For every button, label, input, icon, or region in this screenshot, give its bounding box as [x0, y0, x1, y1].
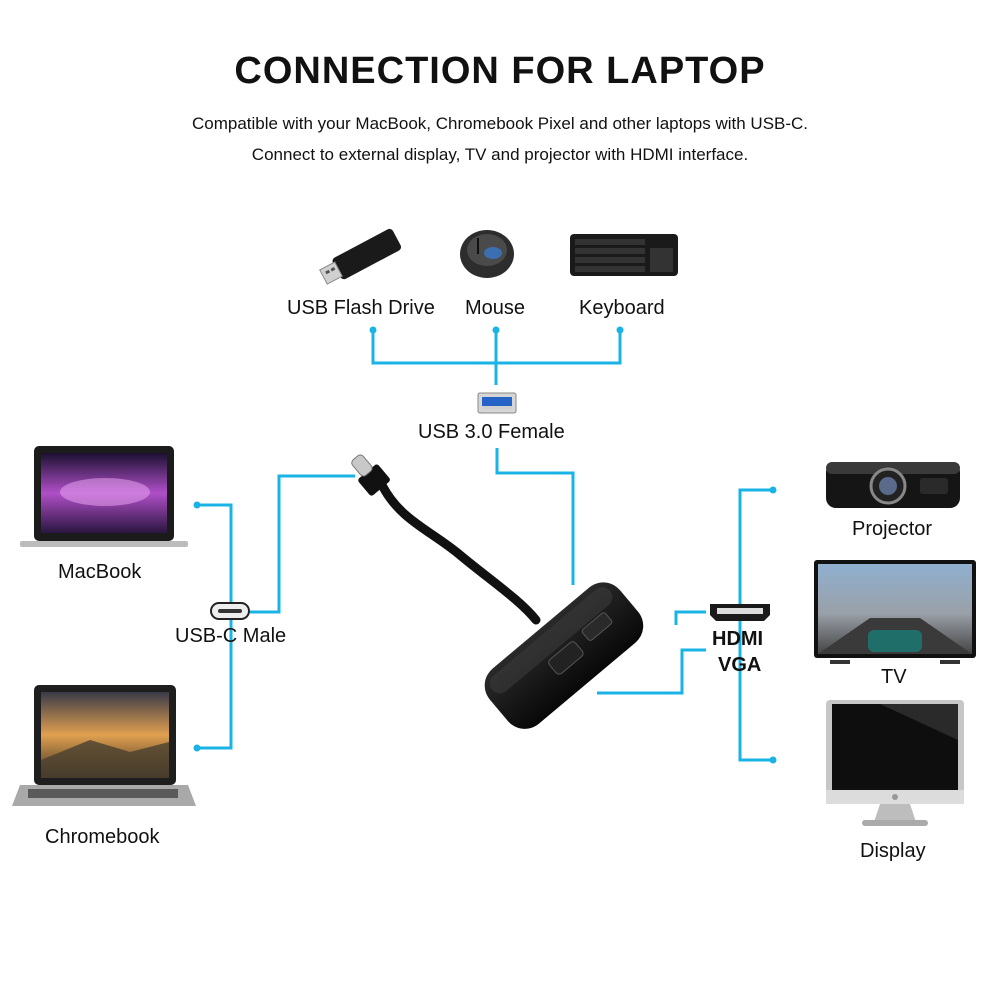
- displays-bracket-line: [738, 488, 773, 762]
- usb-female-port-icon: [477, 392, 517, 414]
- hdmi-port-icon: [710, 604, 770, 621]
- label-usb-female: USB 3.0 Female: [418, 421, 565, 443]
- label-keyboard: Keyboard: [579, 297, 665, 319]
- keyboard-icon: [570, 234, 678, 276]
- tv-icon: [814, 560, 976, 664]
- usb-to-adapter-line: [495, 448, 575, 585]
- page-title: CONNECTION FOR LAPTOP: [234, 50, 766, 92]
- display-icon: [826, 700, 964, 826]
- subtitle-line-1: Compatible with your MacBook, Chromebook…: [191, 114, 809, 133]
- vga-line: [597, 648, 706, 695]
- label-projector: Projector: [852, 518, 933, 540]
- connector-dots: [193, 326, 777, 764]
- mouse-icon: [460, 230, 514, 278]
- connector-lines: [197, 330, 773, 762]
- label-usb-flash-drive: USB Flash Drive: [287, 297, 435, 319]
- label-tv: TV: [881, 666, 907, 688]
- label-hdmi: HDMI: [712, 628, 764, 650]
- usb-flash-drive-icon: [319, 228, 402, 285]
- laptops-bracket-line: [197, 503, 233, 750]
- label-usbc-male: USB-C Male: [175, 625, 287, 647]
- macbook-icon: [20, 446, 188, 547]
- usbc-adapter-icon: [351, 454, 644, 729]
- hdmi-line: [674, 610, 706, 625]
- usbc-to-cable-line: [250, 474, 355, 614]
- subtitle-line-2: Connect to external display, TV and proj…: [251, 145, 749, 164]
- label-chromebook: Chromebook: [45, 826, 160, 848]
- label-vga: VGA: [718, 654, 762, 676]
- label-mouse: Mouse: [465, 297, 526, 319]
- label-display: Display: [860, 840, 926, 862]
- projector-icon: [826, 462, 960, 508]
- usbc-male-connector-icon: [210, 602, 250, 620]
- chromebook-icon: [12, 685, 196, 806]
- label-macbook: MacBook: [58, 561, 142, 583]
